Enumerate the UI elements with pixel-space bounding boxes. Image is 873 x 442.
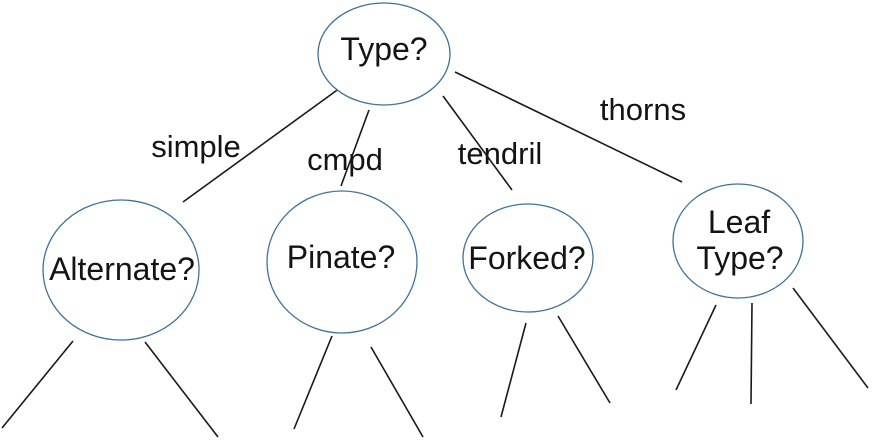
node-forked-label: Forked? bbox=[468, 240, 585, 276]
edge-tendril-line bbox=[442, 95, 513, 191]
node-type-label: Type? bbox=[340, 31, 427, 67]
edge-label-simple: simple bbox=[151, 129, 241, 164]
forked-child-line-2 bbox=[557, 315, 611, 404]
leaftype-child-line-3 bbox=[792, 287, 869, 389]
node-leaftype-ellipse bbox=[672, 183, 804, 299]
node-type-ellipse bbox=[317, 2, 451, 106]
node-alternate-label: Alternate? bbox=[49, 251, 195, 287]
edge-cmpd-line bbox=[340, 109, 370, 187]
edge-label-thorns: thorns bbox=[600, 92, 686, 127]
node-pinate-label: Pinate? bbox=[287, 239, 396, 275]
edge-label-cmpd: cmpd bbox=[307, 142, 383, 177]
alternate-child-line-2 bbox=[144, 341, 219, 438]
node-forked-ellipse bbox=[462, 203, 594, 313]
edge-simple-line bbox=[182, 87, 341, 203]
forked-child-line-1 bbox=[500, 322, 527, 418]
edge-label-tendril: tendril bbox=[458, 136, 542, 171]
edge-thorns-line bbox=[454, 71, 683, 183]
pinate-child-line-2 bbox=[370, 346, 424, 438]
pinate-child-line-1 bbox=[293, 335, 333, 430]
leaftype-child-line-1 bbox=[675, 304, 717, 391]
node-leaftype-label-line1: Leaf bbox=[708, 204, 770, 240]
alternate-child-line-1 bbox=[1, 340, 74, 429]
leaftype-child-line-2 bbox=[750, 302, 753, 405]
node-alternate-ellipse bbox=[42, 199, 200, 341]
node-leaftype-label-line2: Type? bbox=[696, 240, 783, 276]
node-pinate-ellipse bbox=[266, 190, 418, 334]
